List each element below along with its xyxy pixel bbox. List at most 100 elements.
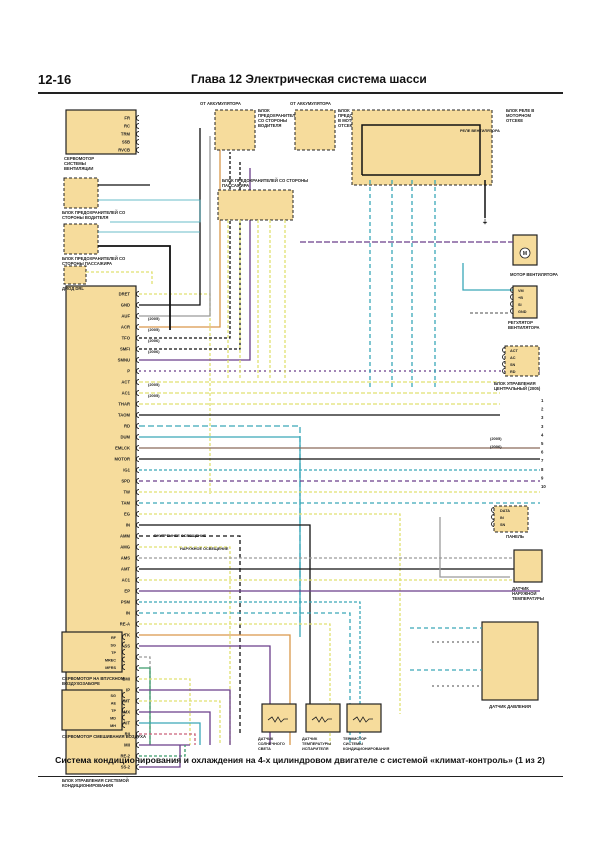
panel-box bbox=[493, 505, 529, 533]
ecu-pin-label: RII bbox=[125, 732, 130, 737]
panel-pin: SN bbox=[500, 523, 506, 527]
ecu-pin bbox=[136, 511, 140, 517]
ecu-pin-label: RE-A bbox=[120, 622, 130, 627]
ecu-pin-label: IG1 bbox=[123, 468, 130, 473]
resistor-icon bbox=[311, 716, 332, 723]
ecu-wire bbox=[139, 623, 331, 745]
ecu-pin bbox=[136, 434, 140, 440]
mix-servo-connector bbox=[122, 707, 126, 713]
ecu-pin bbox=[136, 500, 140, 506]
ecu-pin bbox=[136, 313, 140, 319]
sensor_evap-label: ТЕМПЕРАТУРЫ bbox=[302, 742, 331, 746]
vent-servo-label: ВЕНТИЛЯЦИИ bbox=[64, 166, 93, 171]
vent-servo-pin: RC bbox=[124, 124, 130, 129]
figure-caption: Система кондиционирования и охлаждения н… bbox=[55, 755, 545, 765]
ecu-pin bbox=[136, 665, 140, 671]
ecu-wire bbox=[139, 546, 231, 745]
ecu-wire bbox=[139, 601, 361, 745]
blower-regulator-pin: SI bbox=[518, 303, 522, 307]
connector-number: 1 bbox=[541, 398, 544, 403]
ecu-wire bbox=[139, 612, 351, 745]
ecu-pin-label: MII bbox=[124, 743, 130, 748]
panel-pin: IN bbox=[500, 516, 504, 520]
blower-regulator-connector bbox=[510, 308, 514, 314]
year-annotation: (2005) bbox=[148, 327, 160, 332]
ecu-wire bbox=[139, 722, 201, 745]
mode-servo-pin: SG bbox=[111, 644, 117, 648]
year-annotation: (2006) bbox=[490, 444, 502, 449]
fuse-driver-label: БЛОК bbox=[258, 108, 270, 113]
vent-servo-pin-connector bbox=[136, 115, 140, 121]
ecu-pin-label: ACT bbox=[121, 380, 130, 385]
central-unit-pin: ACT bbox=[510, 349, 518, 353]
ecu-pin-label: IP bbox=[126, 688, 130, 693]
diode-label: ДИОД DRL bbox=[62, 286, 84, 291]
ecu-wire bbox=[139, 645, 271, 745]
footer-rule bbox=[38, 776, 563, 777]
connector-number: 5 bbox=[541, 441, 544, 446]
ecu-wire bbox=[139, 513, 401, 714]
vent-servo-pin-connector bbox=[136, 123, 140, 129]
ecu-wire bbox=[139, 436, 301, 637]
signal-annotation: ВНУТРЕННЕЕ ОСВЕЩЕНИЕ bbox=[154, 534, 207, 538]
ecu-pin-label: SPD bbox=[121, 479, 130, 484]
resistor-icon bbox=[267, 716, 288, 723]
mix-servo-pin: SG bbox=[111, 694, 117, 698]
mix-servo-pin: MD bbox=[110, 717, 116, 721]
ecu-pin-label: TW bbox=[123, 490, 130, 495]
fuse-driver-label: ПРЕДОХРАНИТЕЛЕЙ bbox=[258, 113, 301, 118]
ecu-pin-label: AMT bbox=[121, 567, 131, 572]
page-number: 12-16 bbox=[38, 72, 72, 87]
relay-pass-right-label: БЛОК ПРЕДОХРАНИТЕЛЕЙ СО bbox=[62, 256, 126, 261]
vent-servo-pin-connector bbox=[136, 139, 140, 145]
mix-servo-connector bbox=[122, 699, 126, 706]
vent-servo-pin-connector bbox=[136, 147, 140, 153]
central-unit-label: ЦЕНТРАЛЬНЫЙ (2005) bbox=[494, 386, 541, 391]
mode-servo-connector bbox=[122, 656, 126, 663]
ecu-pin-label: DUM bbox=[120, 435, 130, 440]
blower-regulator-connector bbox=[510, 287, 514, 293]
connector-number: 3 bbox=[541, 424, 544, 429]
fuse-passenger-box bbox=[217, 189, 294, 221]
mode-servo-pin: MFRS bbox=[105, 666, 116, 670]
relay-pass-left-box bbox=[63, 177, 99, 209]
fuse-passenger-label: ПАССАЖИРА bbox=[222, 183, 249, 188]
fuse-driver-box bbox=[214, 109, 256, 151]
signal-annotation: НАРУЖНОЕ ОСВЕЩЕНИЕ bbox=[180, 547, 229, 551]
year-annotation: (2005) bbox=[148, 316, 160, 321]
ecu-pin-label: AC1 bbox=[122, 391, 131, 396]
ecu-pin bbox=[136, 566, 140, 572]
ecu-pin-label: SS-2 bbox=[121, 765, 131, 770]
ecu-pin bbox=[136, 346, 140, 352]
ecu-pin bbox=[136, 467, 140, 473]
relay-box-label: БЛОК РЕЛЕ В bbox=[506, 108, 534, 113]
relay-box-label: МОТОРНОМ bbox=[506, 113, 532, 118]
blower-regulator-label: ВЕНТИЛЯТОРА bbox=[508, 325, 540, 330]
ecu-pin-label: MOTOR bbox=[114, 457, 130, 462]
ecu-wire bbox=[139, 689, 231, 745]
ecu-pin bbox=[136, 324, 140, 330]
vent-servo-label: СЕРВОМОТОР bbox=[64, 156, 94, 161]
ecu-pin-label: EP bbox=[124, 589, 130, 594]
sensor_evap-label: ДАТЧИК bbox=[302, 737, 318, 741]
mix-servo-pin: TP bbox=[111, 709, 116, 713]
temp-sensor-label: ДАТЧИК bbox=[512, 586, 529, 591]
ecu-pin bbox=[136, 632, 140, 638]
connector-number: 9 bbox=[541, 475, 544, 480]
ecu-pin bbox=[136, 533, 140, 539]
mode-servo-pin: MREC bbox=[105, 659, 116, 663]
ecu-wire bbox=[139, 700, 221, 745]
ecu-pin-label: BMI bbox=[122, 677, 130, 682]
central-unit-label: БЛОК УПРАВЛЕНИЯ bbox=[494, 381, 536, 386]
vent-servo-pin: RVCB bbox=[118, 148, 130, 153]
relay-internal bbox=[361, 124, 481, 175]
ecu-pin bbox=[136, 544, 140, 550]
central-unit-connector bbox=[502, 368, 506, 374]
fuse-engine-top-label: ОТ АККУМУЛЯТОРА bbox=[290, 101, 331, 106]
ecu-pin bbox=[136, 423, 140, 429]
connector-number: 10 bbox=[541, 484, 546, 489]
mode-servo-connector bbox=[122, 649, 126, 655]
ecu-pin bbox=[136, 357, 140, 363]
ecu-pin-label: SMFI bbox=[120, 347, 130, 352]
